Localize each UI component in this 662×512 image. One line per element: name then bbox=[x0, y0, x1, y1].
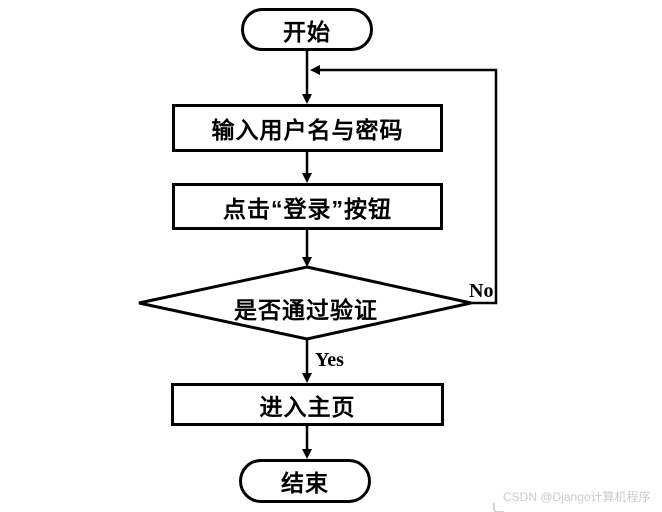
node-end-label: 结束 bbox=[281, 470, 329, 496]
edge-label-yes: Yes bbox=[315, 349, 344, 371]
node-input-credentials: 输入用户名与密码 bbox=[172, 104, 443, 152]
arrowhead-into-verify bbox=[302, 257, 312, 267]
node-click-login: 点击“登录”按钮 bbox=[172, 183, 443, 230]
node-verify-label: 是否通过验证 bbox=[234, 297, 378, 323]
arrowhead-into-home bbox=[302, 373, 312, 383]
node-input-credentials-label: 输入用户名与密码 bbox=[211, 117, 404, 143]
node-start-label: 开始 bbox=[283, 18, 331, 45]
node-click-login-label: 点击“登录”按钮 bbox=[223, 195, 392, 222]
node-end: 结束 bbox=[239, 459, 371, 503]
arrowhead-into-click bbox=[302, 173, 312, 183]
edge-no-loop bbox=[320, 68, 498, 305]
node-enter-home-label: 进入主页 bbox=[259, 393, 356, 420]
arrowhead-into-input bbox=[302, 94, 312, 104]
arrowhead-into-end bbox=[302, 449, 312, 459]
node-enter-home: 进入主页 bbox=[171, 383, 444, 426]
arrowhead-no-merge bbox=[310, 65, 320, 75]
watermark-fragment-mark bbox=[493, 503, 504, 512]
watermark: CSDN @Django计算机程序 bbox=[503, 490, 651, 504]
edge-label-no: No bbox=[469, 280, 494, 302]
node-start: 开始 bbox=[241, 8, 373, 51]
